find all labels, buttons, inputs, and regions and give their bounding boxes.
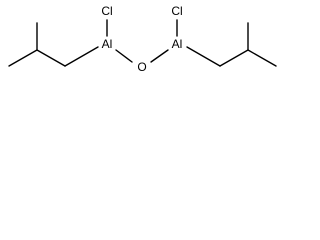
atom-label-cl-left: Cl [101, 4, 112, 18]
atom-label-al-left: Al [102, 37, 113, 51]
atom-label-al-right: Al [172, 37, 183, 51]
bond-left-methylene-al [64, 46, 99, 67]
bond-right-methyl-lower [247, 49, 277, 67]
bond-o-right-al [150, 49, 169, 63]
structure-diagram: Cl Al O Al Cl [8, 4, 277, 74]
bond-right-methylene-methine [219, 49, 249, 67]
bond-right-al-methylene [186, 46, 221, 67]
bond-left-al-o [115, 49, 133, 63]
bond-left-methyl-upper [8, 49, 38, 67]
bond-left-methine-methylene [36, 49, 66, 67]
atom-label-cl-right: Cl [171, 4, 182, 18]
atom-label-o-bridge: O [137, 60, 146, 74]
